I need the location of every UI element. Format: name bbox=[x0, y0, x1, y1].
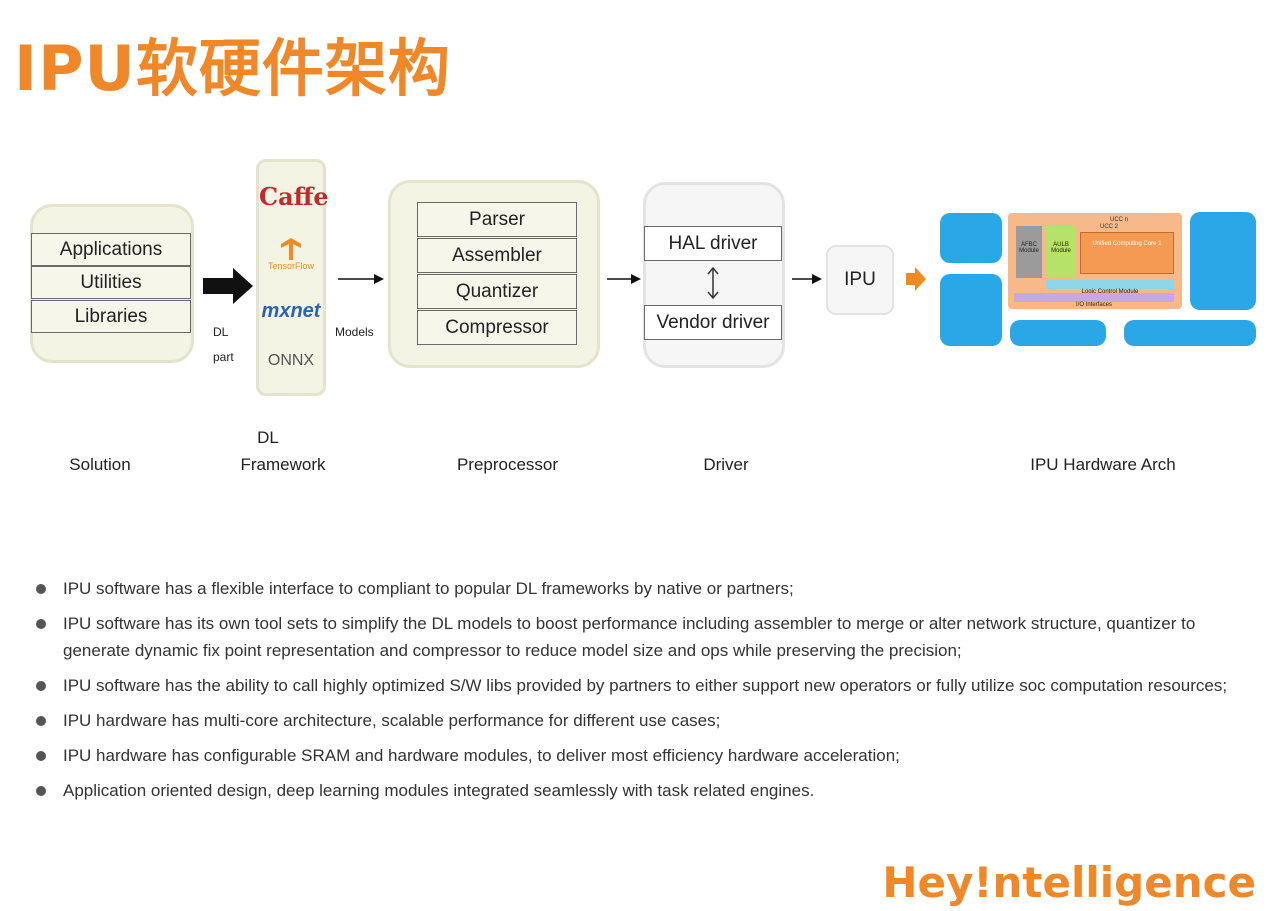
label-solution: Solution bbox=[69, 455, 131, 474]
onnx-logo: ONNX bbox=[267, 352, 315, 369]
orange-arrow-icon bbox=[906, 267, 926, 291]
bullet-item: IPU software has a flexible interface to… bbox=[36, 575, 1246, 602]
hw-module-ucc-2: UCC 2 bbox=[1100, 224, 1119, 230]
label-framework: Framework bbox=[240, 455, 326, 474]
bullet-item: IPU software has the ability to call hig… bbox=[36, 672, 1246, 699]
preprocessor-item-quantizer: Quantizer bbox=[417, 274, 577, 309]
hw-callout-right bbox=[1190, 212, 1256, 310]
label-hardware-arch: IPU Hardware Arch bbox=[1030, 455, 1176, 474]
hw-module-io: I/O Interfaces bbox=[1014, 293, 1174, 308]
thick-arrow-icon bbox=[203, 268, 253, 304]
bullet-item: Application oriented design, deep learni… bbox=[36, 777, 1246, 804]
solution-item-libraries: Libraries bbox=[31, 300, 191, 333]
label-preprocessor: Preprocessor bbox=[456, 455, 559, 474]
preprocessor-item-assembler: Assembler bbox=[417, 238, 577, 273]
hw-module-aulb: AULB Module bbox=[1046, 226, 1076, 278]
hw-module-ucc-1: Unified Computing Core 1 bbox=[1080, 232, 1174, 274]
hw-module-ucc-1-label: Unified Computing Core 1 bbox=[1092, 241, 1162, 247]
bullet-dot-icon bbox=[36, 751, 46, 761]
label-dl: DL bbox=[257, 428, 279, 447]
label-driver: Driver bbox=[703, 455, 749, 474]
page-title: IPU软硬件架构 bbox=[14, 32, 451, 105]
ipu-box: IPU bbox=[826, 245, 894, 315]
arrow-right-icon bbox=[338, 274, 384, 284]
driver-hal: HAL driver bbox=[644, 226, 782, 261]
bullet-dot-icon bbox=[36, 786, 46, 796]
preprocessor-item-compressor: Compressor bbox=[417, 310, 577, 345]
bullet-list: IPU software has a flexible interface to… bbox=[36, 575, 1246, 812]
bullet-item: IPU hardware has multi-core architecture… bbox=[36, 707, 1246, 734]
tensorflow-logo-text: TensorFlow bbox=[267, 261, 314, 271]
hardware-arch-diagram: UCC n UCC 2 Unified Computing Core 1 AFB… bbox=[940, 210, 1258, 348]
hw-module-afbc-label: AFBC Module bbox=[1019, 242, 1039, 254]
arrow-right-icon bbox=[607, 274, 641, 284]
arrow-right-icon bbox=[792, 274, 822, 284]
footer-logo: Hey!ntelligence bbox=[882, 858, 1256, 907]
bullet-dot-icon bbox=[36, 584, 46, 594]
tensorflow-logo-icon bbox=[281, 238, 301, 260]
solution-item-applications: Applications bbox=[31, 233, 191, 266]
double-arrow-icon bbox=[707, 266, 719, 300]
arrow-label-dl: DL bbox=[213, 325, 229, 339]
hw-callout-top-left bbox=[940, 213, 1002, 263]
bullet-dot-icon bbox=[36, 619, 46, 629]
mxnet-logo: mxnet bbox=[261, 300, 321, 322]
bullet-dot-icon bbox=[36, 681, 46, 691]
hw-callout-bottom-mid bbox=[1010, 320, 1106, 346]
bullet-item: IPU hardware has configurable SRAM and h… bbox=[36, 742, 1246, 769]
driver-vendor: Vendor driver bbox=[644, 305, 782, 340]
hw-callout-bottom-right bbox=[1124, 320, 1256, 346]
hw-module-aulb-label: AULB Module bbox=[1051, 242, 1071, 254]
arrow-label-models: Models bbox=[335, 325, 374, 339]
bullet-item: IPU software has its own tool sets to si… bbox=[36, 610, 1246, 664]
arrow-label-part: part bbox=[213, 350, 234, 364]
bullet-dot-icon bbox=[36, 716, 46, 726]
hw-module-ucc-n: UCC n bbox=[1110, 217, 1129, 223]
framework-box: Caffe TensorFlow mxnet ONNX bbox=[256, 159, 329, 396]
hw-module-afbc: AFBC Module bbox=[1016, 226, 1042, 278]
solution-item-utilities: Utilities bbox=[31, 266, 191, 299]
caffe-logo: Caffe bbox=[259, 182, 329, 211]
preprocessor-item-parser: Parser bbox=[417, 202, 577, 237]
hw-module-logic: Logic Control Module bbox=[1046, 280, 1174, 295]
hw-callout-mid-left bbox=[940, 274, 1002, 346]
